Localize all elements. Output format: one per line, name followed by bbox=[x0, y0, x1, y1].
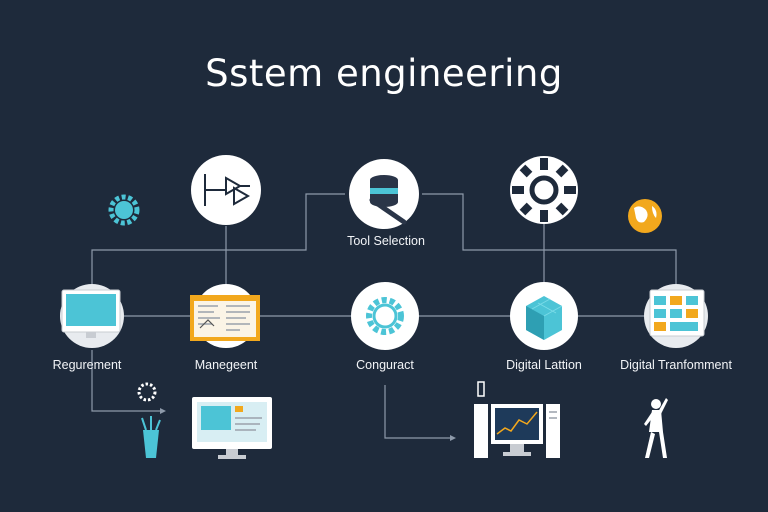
database-wrench-icon bbox=[369, 175, 407, 225]
digital-lattion-node bbox=[510, 282, 578, 350]
globe-icon bbox=[628, 199, 662, 233]
logic-node bbox=[191, 155, 261, 225]
workstation-icon bbox=[474, 381, 560, 458]
conguract-node bbox=[351, 282, 419, 350]
gear-icon bbox=[366, 297, 404, 335]
requirement-label: Regurement bbox=[52, 358, 122, 372]
pen-cup-icon bbox=[141, 416, 161, 458]
conguract-label: Conguract bbox=[356, 358, 414, 372]
dashboard-icon bbox=[649, 289, 705, 337]
loading-gear-icon bbox=[137, 382, 157, 402]
diagram-title: Sstem engineering bbox=[205, 52, 563, 95]
digital-transformation-node bbox=[644, 284, 708, 348]
document-board-icon bbox=[190, 295, 260, 341]
cube-icon bbox=[526, 296, 563, 340]
tool-selection-node bbox=[349, 159, 419, 229]
requirement-node bbox=[60, 284, 124, 348]
management-label: Manegeent bbox=[194, 358, 258, 372]
monitor-icon bbox=[61, 289, 121, 338]
arrow-heads bbox=[160, 408, 456, 441]
small-gear-icon bbox=[108, 194, 140, 226]
logic-gate-icon bbox=[204, 174, 251, 206]
digital-lattion-label: Digital Lattion bbox=[506, 358, 582, 372]
gear-cluster-icon bbox=[512, 158, 576, 222]
process-node bbox=[510, 156, 578, 224]
tool-selection-label: Tool Selection bbox=[347, 234, 425, 248]
management-node bbox=[190, 284, 260, 348]
person-figure-icon bbox=[644, 398, 668, 458]
digital-transformation-label: Digital Tranfomment bbox=[620, 358, 732, 372]
desktop-monitor-icon bbox=[192, 397, 272, 459]
connector-lines bbox=[91, 193, 677, 439]
